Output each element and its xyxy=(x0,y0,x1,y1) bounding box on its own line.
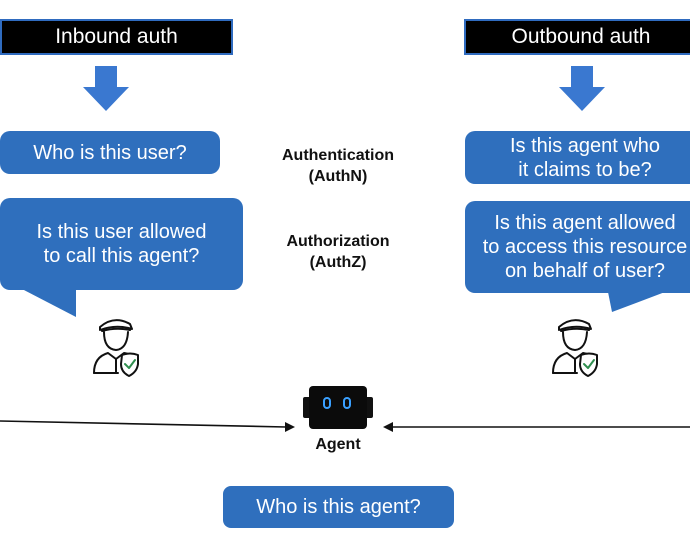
outbound-who-bubble: Is this agent who it claims to be? xyxy=(465,131,690,184)
inbound-allowed-bubble: Is this user allowed to call this agent? xyxy=(0,198,243,290)
robot-agent-icon xyxy=(303,386,373,429)
authz-label: Authorization (AuthZ) xyxy=(286,233,390,271)
agent-who-bubble: Who is this agent? xyxy=(223,486,454,528)
outbound-bubble-tail xyxy=(608,292,665,312)
inbound-auth-header: Inbound auth xyxy=(0,19,233,55)
inbound-who-text: Who is this user? xyxy=(33,141,187,164)
outbound-connector-arrow xyxy=(383,422,690,432)
inbound-who-bubble: Who is this user? xyxy=(0,131,220,174)
inbound-down-arrow-icon xyxy=(83,66,129,111)
outbound-allowed-bubble: Is this agent allowed to access this res… xyxy=(465,201,690,293)
outbound-down-arrow-icon xyxy=(559,66,605,111)
agent-who-text: Who is this agent? xyxy=(256,496,421,518)
security-guard-icon xyxy=(93,319,139,377)
authn-label: Authentication (AuthN) xyxy=(282,147,394,185)
inbound-bubble-tail xyxy=(22,289,76,317)
inbound-connector-arrow xyxy=(0,420,295,432)
outbound-auth-header: Outbound auth xyxy=(464,19,690,55)
outbound-allowed-text: Is this agent allowed to access this res… xyxy=(482,212,688,282)
inbound-allowed-text: Is this user allowed to call this agent? xyxy=(36,221,207,267)
outbound-who-text: Is this agent who it claims to be? xyxy=(509,134,661,181)
security-guard-icon xyxy=(552,319,598,377)
agent-label: Agent xyxy=(315,436,361,453)
